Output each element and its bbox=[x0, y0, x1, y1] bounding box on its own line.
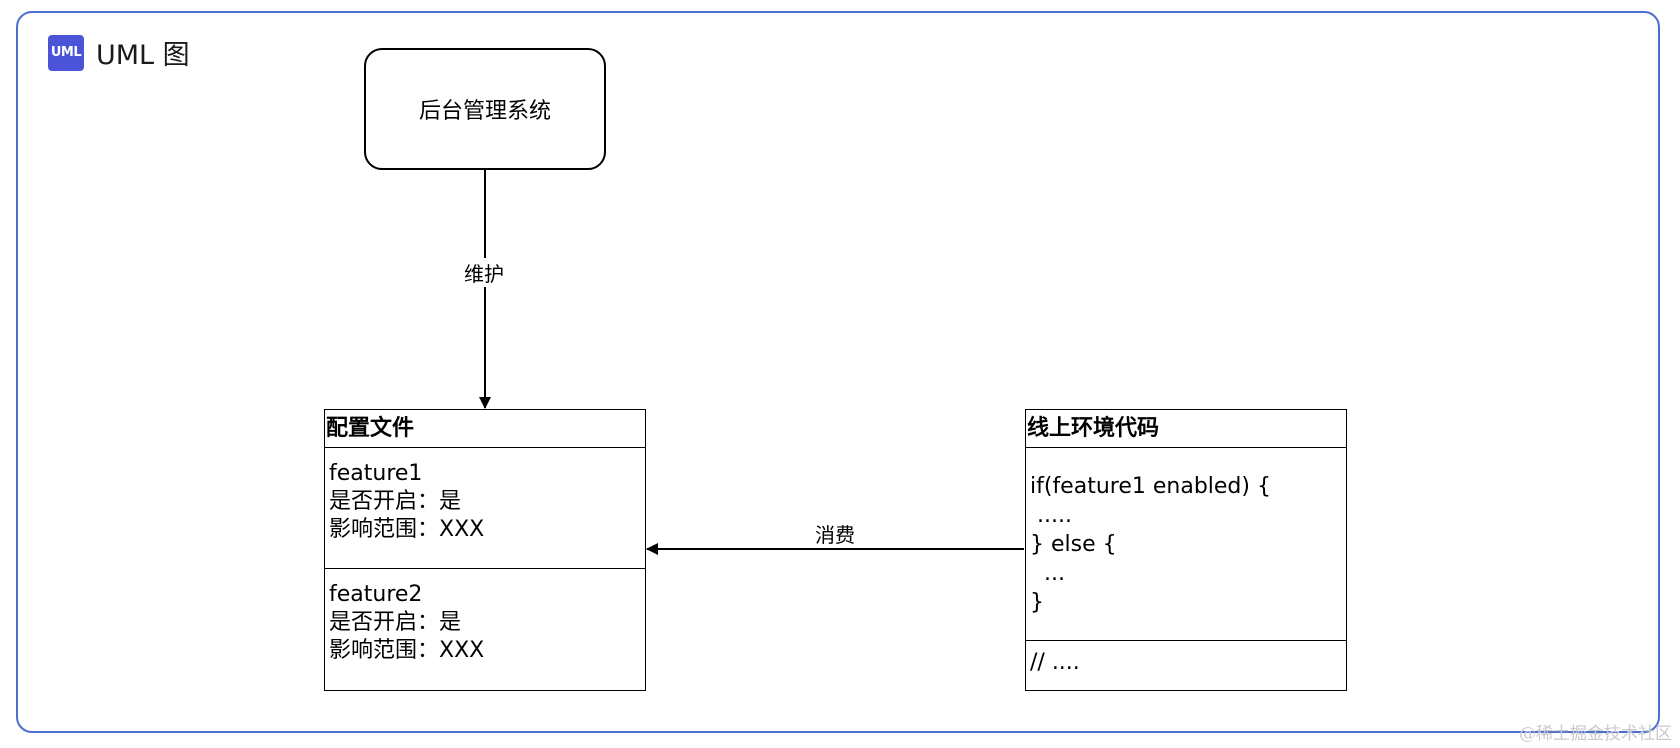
admin-system-label: 后台管理系统 bbox=[418, 99, 551, 124]
config-file-title: 配置文件 bbox=[325, 410, 645, 448]
edge-maintain-label: 维护 bbox=[462, 258, 506, 287]
online-code-comment-section: // .... bbox=[1030, 650, 1080, 675]
online-code-title: 线上环境代码 bbox=[1026, 410, 1346, 448]
diagram-frame bbox=[16, 11, 1660, 733]
config-file-class[interactable]: 配置文件 feature1 是否开启：是 影响范围：XXX feature2 是… bbox=[324, 409, 646, 691]
config-feature2-section: feature2 是否开启：是 影响范围：XXX bbox=[329, 582, 485, 663]
edge-consume-label: 消费 bbox=[813, 519, 857, 548]
online-code-body-section: if(feature1 enabled) { ..... } else { ..… bbox=[1026, 448, 1346, 641]
diagram-header: UML UML 图 bbox=[48, 33, 190, 72]
uml-icon: UML bbox=[48, 34, 84, 71]
admin-system-node[interactable]: 后台管理系统 bbox=[364, 48, 606, 170]
online-code-class[interactable]: 线上环境代码 if(feature1 enabled) { ..... } el… bbox=[1025, 409, 1347, 691]
diagram-title: UML 图 bbox=[96, 40, 190, 71]
config-feature1-section: feature1 是否开启：是 影响范围：XXX bbox=[325, 448, 645, 569]
watermark: @稀土掘金技术社区 bbox=[1519, 724, 1672, 744]
